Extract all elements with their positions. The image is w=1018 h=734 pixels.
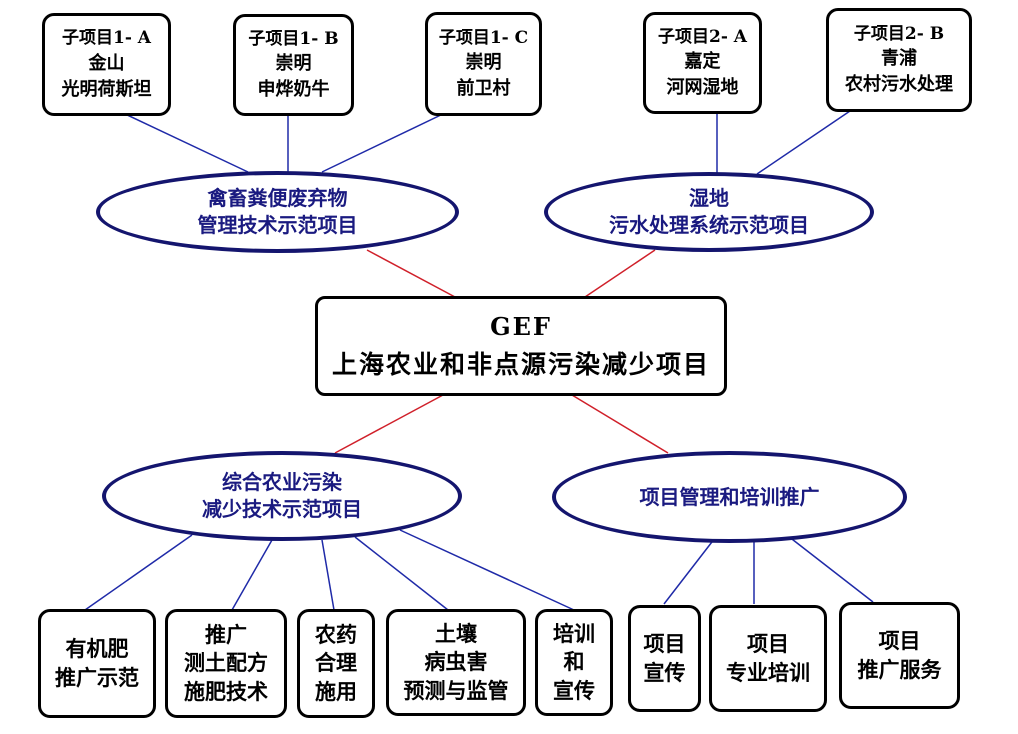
link-livestock-center — [366, 249, 456, 298]
activity-line: 和 — [563, 649, 585, 675]
link-center-management — [571, 394, 669, 454]
oval-title-line1: 湿地 — [689, 186, 729, 210]
subproject-box-1b: 子项目1- B 崇明 申烨奶牛 — [233, 14, 354, 116]
main-project-title: 上海农业和非点源污染减少项目 — [331, 350, 710, 380]
activity-line: 推广 — [205, 621, 247, 647]
subproject-box-1c: 子项目1- C 崇明 前卫村 — [425, 12, 542, 116]
subproject-location: 嘉定 — [684, 51, 721, 73]
link-2b-wetland — [756, 110, 851, 175]
activity-box-project-publicity: 项目 宣传 — [628, 605, 701, 712]
activity-box-soil-testing-fertilization: 推广 测土配方 施肥技术 — [165, 609, 287, 718]
link-center-integrated — [334, 394, 444, 454]
oval-title-line2: 减少技术示范项目 — [202, 497, 362, 521]
oval-wetland: 湿地 污水处理系统示范项目 — [544, 172, 874, 252]
subproject-location: 崇明 — [465, 52, 502, 74]
activity-line: 病虫害 — [424, 649, 488, 675]
subproject-box-1a: 子项目1- A 金山 光明荷斯坦 — [42, 13, 171, 116]
subproject-box-2b: 子项目2- B 青浦 农村污水处理 — [826, 8, 972, 112]
activity-line: 预测与监管 — [403, 677, 509, 703]
activity-box-extension-service: 项目 推广服务 — [839, 602, 960, 709]
activity-line: 农药 — [315, 621, 357, 647]
subproject-site: 光明荷斯坦 — [61, 78, 152, 100]
oval-title-line2: 管理技术示范项目 — [197, 213, 358, 237]
oval-title-line1: 综合农业污染 — [222, 470, 342, 494]
activity-line: 施肥技术 — [184, 678, 268, 704]
main-project-box: GEF 上海农业和非点源污染减少项目 — [315, 296, 727, 396]
subproject-location: 青浦 — [881, 48, 917, 70]
oval-project-management: 项目管理和培训推广 — [552, 451, 907, 543]
activity-line: 土壤 — [435, 620, 477, 646]
link-wetland-center — [584, 249, 656, 298]
subproject-code: 子项目2- B — [853, 23, 945, 44]
subproject-site: 前卫村 — [456, 78, 511, 100]
subproject-code: 子项目2- A — [658, 26, 747, 47]
oval-livestock-waste: 禽畜粪便废弃物 管理技术示范项目 — [96, 171, 459, 253]
subproject-code: 子项目1- C — [438, 27, 529, 48]
subproject-site: 农村污水处理 — [845, 74, 953, 96]
link-management-b6 — [663, 537, 716, 605]
oval-title-line1: 禽畜粪便废弃物 — [207, 186, 348, 210]
activity-line: 合理 — [315, 650, 357, 676]
link-integrated-b4 — [354, 536, 449, 611]
gef-label: GEF — [490, 312, 552, 342]
subproject-location: 崇明 — [275, 53, 312, 75]
activity-box-organic-fertilizer: 有机肥 推广示范 — [38, 609, 156, 718]
oval-title-line1: 项目管理和培训推广 — [639, 484, 820, 509]
activity-box-pesticide-use: 农药 合理 施用 — [297, 609, 375, 718]
link-integrated-b3 — [321, 539, 335, 611]
activity-box-training-publicity: 培训 和 宣传 — [535, 609, 613, 716]
activity-line: 项目 — [878, 628, 921, 654]
activity-line: 培训 — [553, 620, 595, 646]
activity-line: 宣传 — [643, 659, 686, 685]
activity-box-soil-pest-monitoring: 土壤 病虫害 预测与监管 — [386, 609, 526, 716]
activity-line: 项目 — [643, 631, 686, 657]
oval-title-line2: 污水处理系统示范项目 — [609, 213, 809, 237]
activity-line: 宣传 — [553, 677, 595, 703]
link-integrated-b5 — [399, 529, 575, 611]
subproject-code: 子项目1- A — [62, 28, 151, 49]
link-1a-livestock — [122, 112, 249, 173]
subproject-site: 申烨奶牛 — [257, 79, 330, 101]
subproject-box-2a: 子项目2- A 嘉定 河网湿地 — [643, 12, 762, 114]
activity-line: 推广示范 — [55, 664, 139, 690]
activity-line: 施用 — [315, 678, 357, 704]
oval-integrated-pollution: 综合农业污染 减少技术示范项目 — [102, 451, 462, 541]
activity-line: 项目 — [747, 631, 789, 657]
subproject-location: 金山 — [88, 52, 125, 74]
activity-line: 推广服务 — [857, 656, 942, 682]
activity-line: 有机肥 — [65, 636, 129, 662]
link-management-b8 — [787, 535, 874, 603]
activity-line: 专业培训 — [726, 659, 810, 685]
link-1c-livestock — [321, 112, 446, 173]
activity-line: 测土配方 — [184, 650, 268, 676]
link-integrated-b1 — [84, 534, 193, 611]
subproject-code: 子项目1- B — [248, 28, 339, 49]
activity-box-professional-training: 项目 专业培训 — [709, 605, 827, 712]
subproject-site: 河网湿地 — [666, 77, 739, 99]
link-integrated-b2 — [231, 539, 273, 611]
